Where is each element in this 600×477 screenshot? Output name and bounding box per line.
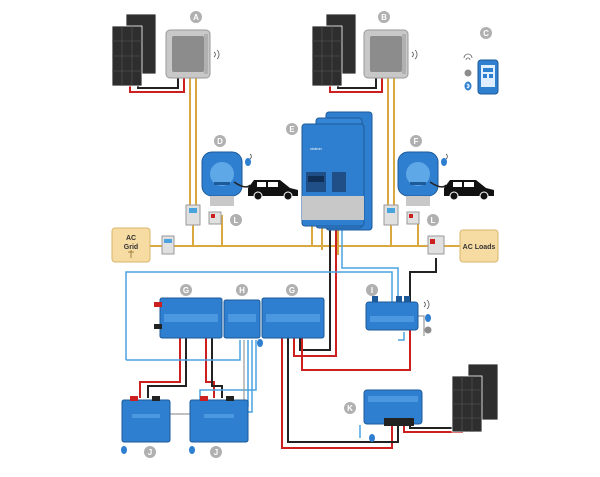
lynx-distributor-g2 <box>261 297 325 339</box>
badges: A B C D E F L L G H G I K J J <box>144 11 492 458</box>
solar-panel-k-icon <box>451 363 499 433</box>
gx-device-i <box>365 296 419 331</box>
brand-mark: victron <box>310 146 322 151</box>
bluetooth-icon <box>121 446 127 454</box>
car-icon <box>444 180 494 201</box>
ac-grid-node: AC Grid <box>111 227 151 263</box>
svg-text:K: K <box>347 404 353 413</box>
smartphone-icon <box>477 59 499 95</box>
car-icon <box>248 180 298 201</box>
wifi-icon <box>249 153 252 160</box>
pv-wiring <box>129 74 383 93</box>
badge-g1: G <box>180 284 192 296</box>
status-dot <box>424 326 432 334</box>
ev-charger-f <box>397 151 447 206</box>
wifi-icon <box>445 153 448 160</box>
bluetooth-icon <box>464 81 472 91</box>
battery-j2 <box>189 396 249 443</box>
ac-loads-label: AC Loads <box>463 244 496 251</box>
bluetooth-icon <box>189 446 195 454</box>
lynx-distributor-g1 <box>154 297 223 339</box>
bluetooth-icon <box>425 314 431 322</box>
bluetooth-icon <box>369 434 375 442</box>
badge-e: E <box>286 123 298 135</box>
svg-text:G: G <box>289 286 295 295</box>
ev-charger-d <box>201 151 251 206</box>
battery-j1 <box>121 396 171 443</box>
grid-meter <box>161 235 175 255</box>
badge-a: A <box>190 11 202 23</box>
badge-j2: J <box>210 446 222 458</box>
svg-text:J: J <box>148 448 152 457</box>
mppt-charger-k <box>363 389 423 426</box>
bluetooth-icon <box>245 158 251 166</box>
loads-meter <box>427 235 445 255</box>
breaker-b <box>383 204 420 226</box>
svg-text:C: C <box>483 29 489 38</box>
badge-i: I <box>366 284 378 296</box>
wifi-icon <box>213 49 220 60</box>
badge-j1: J <box>144 446 156 458</box>
bluetooth-icon <box>441 158 447 166</box>
badge-f: F <box>410 135 422 147</box>
svg-text:A: A <box>193 13 199 22</box>
svg-text:J: J <box>214 448 218 457</box>
svg-text:F: F <box>414 137 419 146</box>
badge-h: H <box>236 284 248 296</box>
wifi-icon <box>423 299 430 310</box>
badge-g2: G <box>286 284 298 296</box>
badge-c: C <box>480 27 492 39</box>
status-dot <box>464 69 472 77</box>
svg-text:L: L <box>431 216 436 225</box>
svg-text:E: E <box>289 125 295 134</box>
badge-b: B <box>378 11 390 23</box>
badge-d: D <box>214 135 226 147</box>
solar-panel-a-icon <box>111 13 157 87</box>
svg-text:L: L <box>234 216 239 225</box>
solar-panel-b-icon <box>311 13 357 87</box>
svg-text:D: D <box>217 137 223 146</box>
pv-inverter-b <box>363 29 409 79</box>
pv-inverter-a <box>165 29 211 79</box>
breaker-a <box>185 204 222 226</box>
svg-text:B: B <box>381 13 387 22</box>
wifi-icon <box>411 49 418 60</box>
badge-l2: L <box>427 214 439 226</box>
badge-k: K <box>344 402 356 414</box>
ac-grid-label-2: Grid <box>124 244 138 251</box>
svg-text:G: G <box>183 286 189 295</box>
ac-loads-node: AC Loads <box>459 229 499 263</box>
bluetooth-icon <box>257 339 263 347</box>
pylon-icon <box>128 250 134 258</box>
ac-grid-label-1: AC <box>126 235 136 242</box>
badge-l1: L <box>230 214 242 226</box>
inverter-stack-e: victron <box>301 111 373 231</box>
svg-text:H: H <box>239 286 245 295</box>
wifi-icon <box>463 53 473 61</box>
svg-text:I: I <box>371 286 373 295</box>
lynx-shunt-h <box>223 299 261 339</box>
